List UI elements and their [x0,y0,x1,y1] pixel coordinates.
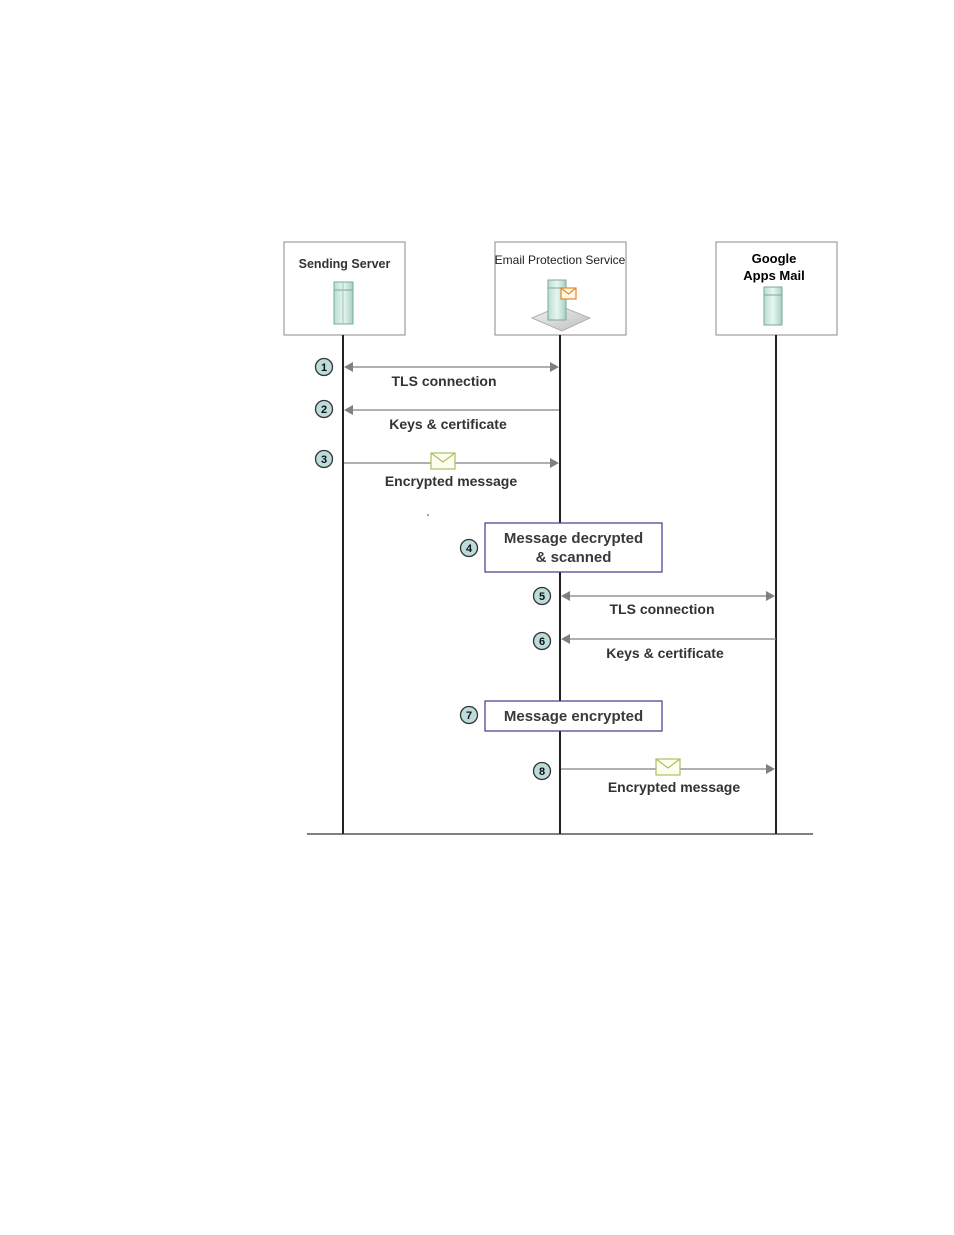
message-label: Encrypted message [608,779,740,795]
step-6: 6 Keys & certificate [534,633,777,662]
step-number-badge: 4 [461,540,478,557]
actor-sending-server: Sending Server [284,242,405,335]
server-icon [334,282,353,324]
process-box: Message decrypted & scanned [485,523,662,572]
step-number-badge: 5 [534,588,551,605]
message-label: Keys & certificate [606,645,724,661]
step-3: 3 Encrypted message [316,451,560,490]
step-number-badge: 3 [316,451,333,468]
step-number-badge: 8 [534,763,551,780]
step-1: 1 TLS connection [316,359,560,390]
envelope-icon [656,759,680,775]
envelope-icon [561,288,576,299]
actor-label-line1: Google [752,251,797,266]
svg-text:4: 4 [466,543,473,555]
svg-text:1: 1 [321,362,327,374]
step-number-badge: 1 [316,359,333,376]
message-label: TLS connection [610,601,715,617]
process-label-line1: Message decrypted [504,530,643,547]
svg-text:2: 2 [321,404,327,416]
step-5: 5 TLS connection [534,588,776,618]
step-8: 8 Encrypted message [534,759,776,795]
actor-email-protection-service: Email Protection Service [495,242,626,335]
svg-text:3: 3 [321,454,327,466]
envelope-icon [431,453,455,469]
step-4: 4 Message decrypted & scanned [461,523,663,572]
step-number-badge: 7 [461,707,478,724]
actor-label: Email Protection Service [495,253,626,267]
actor-label-line2: Apps Mail [743,268,804,283]
server-icon [764,287,782,325]
step-7: 7 Message encrypted [461,701,663,731]
message-label: Encrypted message [385,473,517,489]
step-number-badge: 6 [534,633,551,650]
message-label: Keys & certificate [389,416,507,432]
stray-dot [427,514,429,516]
process-label-line2: & scanned [536,549,612,566]
svg-text:6: 6 [539,636,545,648]
step-number-badge: 2 [316,401,333,418]
svg-text:5: 5 [539,591,545,603]
message-label: TLS connection [392,373,497,389]
actor-label: Sending Server [299,257,391,271]
process-box: Message encrypted [485,701,662,731]
svg-text:7: 7 [466,710,472,722]
actor-google-apps-mail: Google Apps Mail [716,242,837,335]
step-2: 2 Keys & certificate [316,401,560,433]
svg-text:8: 8 [539,766,545,778]
process-label: Message encrypted [504,708,643,725]
